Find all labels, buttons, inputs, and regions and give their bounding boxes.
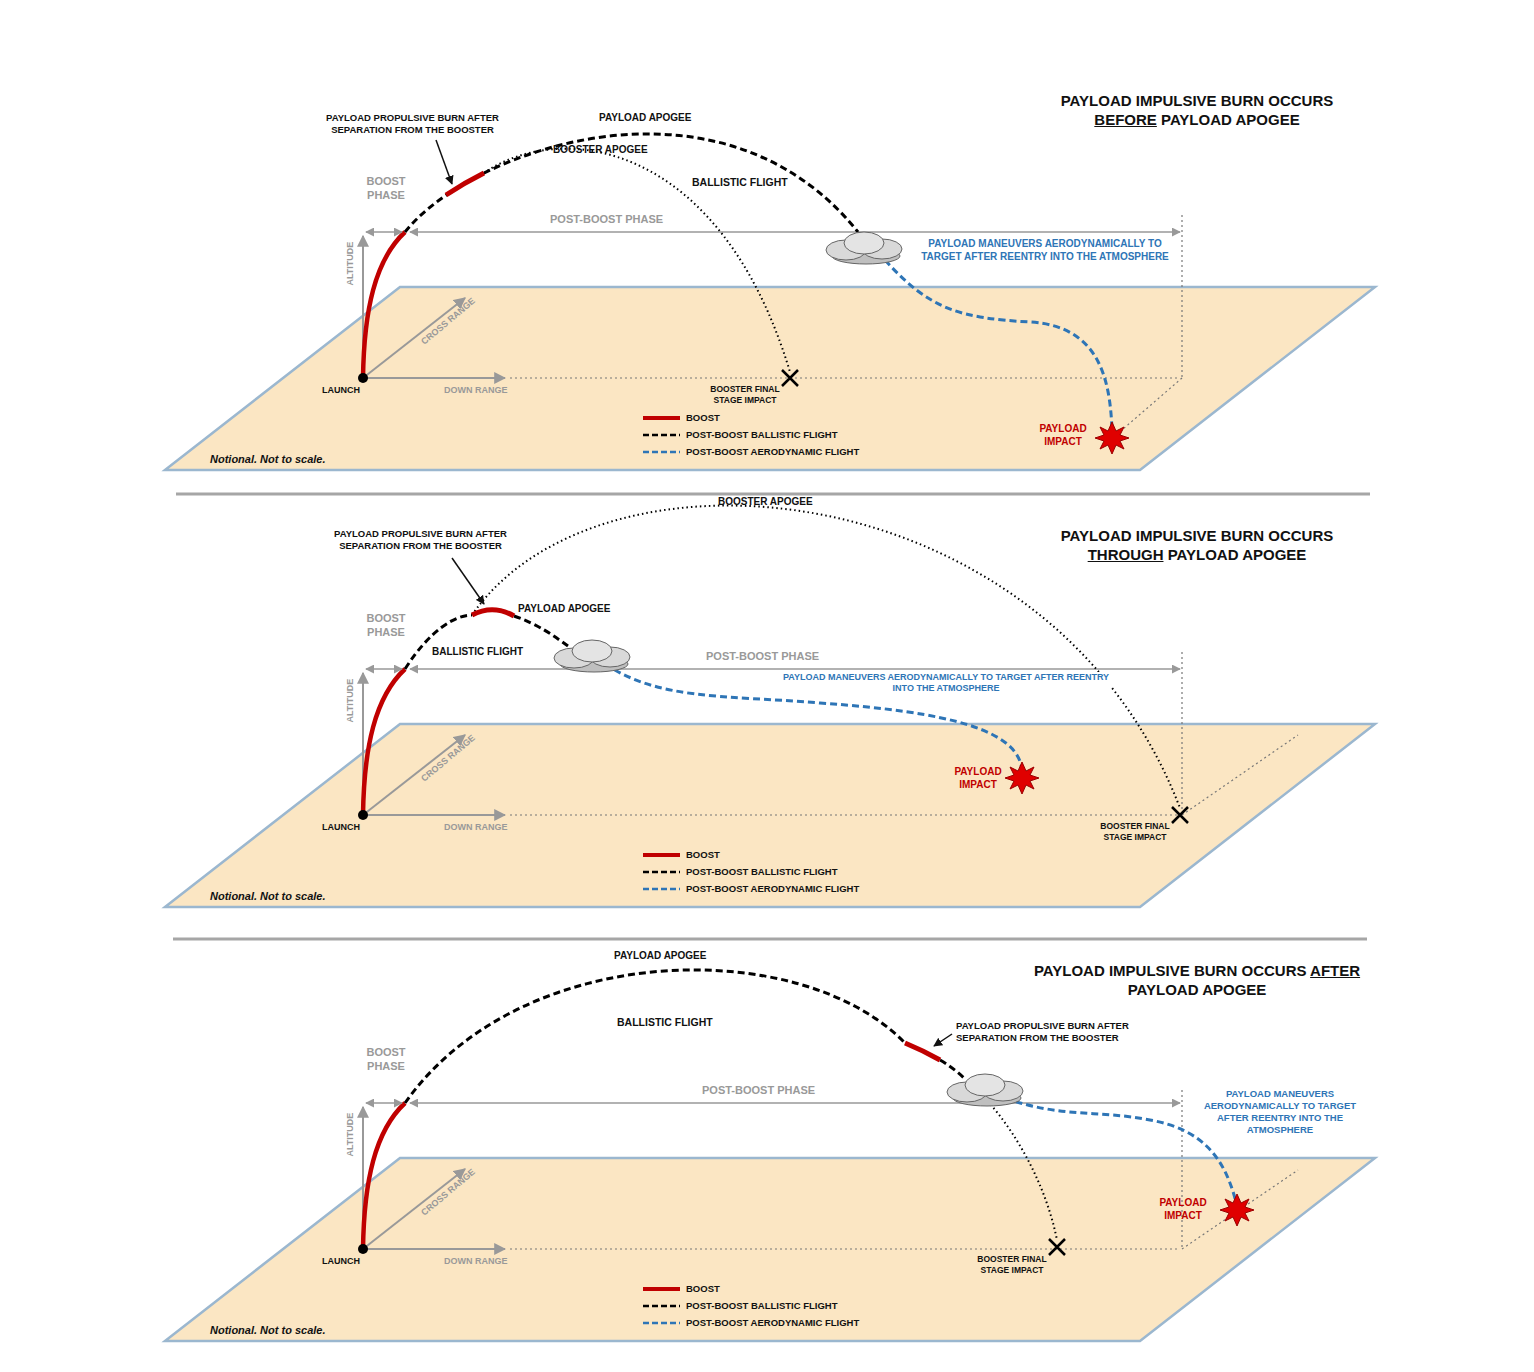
payload-ballistic-path	[405, 615, 472, 669]
ground-plane	[165, 232, 1375, 470]
panel-through	[165, 506, 1375, 907]
panel-separator	[173, 938, 1367, 941]
legend-text: POST-BOOST BALLISTIC FLIGHT	[686, 866, 837, 878]
leader-line	[452, 558, 484, 604]
range-guide	[1181, 652, 1182, 815]
legend-text: POST-BOOST AERODYNAMIC FLIGHT	[686, 1317, 859, 1329]
payload-aero-path	[885, 260, 1112, 430]
impact-burst	[1220, 1194, 1254, 1226]
reentry-cloud	[947, 1074, 1023, 1106]
diagram-label: POST-BOOST PHASE	[550, 213, 663, 227]
diagram-label: PAYLOAD APOGEE	[599, 112, 691, 125]
diagram-label: CROSS RANGE	[419, 733, 478, 785]
diagram-label: ALTITUDE	[345, 1113, 356, 1157]
panel-heading: PAYLOAD IMPULSIVE BURN OCCURS AFTER PAYL…	[1032, 962, 1362, 1000]
payload-ballistic-path	[405, 970, 905, 1103]
booster-path	[484, 149, 790, 372]
legend-text: BOOST	[686, 412, 720, 424]
panel-heading: PAYLOAD IMPULSIVE BURN OCCURS BEFORE PAY…	[1032, 92, 1362, 130]
payload-burn	[472, 610, 514, 616]
panel-before	[165, 134, 1375, 470]
range-guide	[1181, 1090, 1182, 1249]
diagram-label: PAYLOAD IMPACT	[1158, 1197, 1208, 1222]
diagram-label: DOWN RANGE	[444, 385, 508, 396]
diagram-label: BALLISTIC FLIGHT	[432, 646, 523, 659]
diagram-label: BOOSTER APOGEE	[718, 496, 813, 509]
booster-impact-mark	[782, 370, 798, 386]
panel-heading: PAYLOAD IMPULSIVE BURN OCCURS THROUGH PA…	[1032, 527, 1362, 565]
diagram-label: BALLISTIC FLIGHT	[692, 176, 788, 189]
diagram-label: PAYLOAD MANEUVERS AERODYNAMICALLY TO TAR…	[781, 672, 1111, 695]
legend-text: POST-BOOST AERODYNAMIC FLIGHT	[686, 446, 859, 458]
leader-line	[934, 1034, 952, 1046]
payload-ballistic-path	[514, 616, 568, 646]
panel-after	[165, 970, 1375, 1341]
diagram-label: LAUNCH	[322, 1256, 360, 1267]
ground-plane	[165, 1103, 1375, 1341]
diagram-label: POST-BOOST PHASE	[706, 650, 819, 664]
legend-text: POST-BOOST BALLISTIC FLIGHT	[686, 1300, 837, 1312]
booster-impact-mark	[1172, 807, 1188, 823]
diagram-label: ALTITUDE	[345, 679, 356, 723]
diagram-label: BOOST PHASE	[361, 175, 411, 203]
payload-ballistic-path	[405, 134, 858, 232]
diagram-label: BOOST PHASE	[361, 1046, 411, 1074]
diagram-label: PAYLOAD IMPACT	[953, 766, 1003, 791]
diagram-label: BOOST PHASE	[361, 612, 411, 640]
diagram-label: POST-BOOST PHASE	[702, 1084, 815, 1098]
legend-text: POST-BOOST AERODYNAMIC FLIGHT	[686, 883, 859, 895]
diagram-label: PAYLOAD PROPULSIVE BURN AFTER SEPARATION…	[295, 112, 530, 136]
range-guide	[1115, 378, 1182, 436]
diagram-label: PAYLOAD APOGEE	[614, 950, 706, 963]
diagram-label: CROSS RANGE	[419, 1167, 478, 1219]
reentry-cloud	[826, 232, 902, 264]
legend-text: BOOST	[686, 1283, 720, 1295]
range-guide	[1181, 215, 1182, 378]
diagram-label: CROSS RANGE	[419, 296, 478, 348]
range-guide	[1182, 735, 1298, 815]
leader-line	[436, 140, 452, 184]
booster-impact-mark	[1049, 1239, 1065, 1255]
diagram-label: ALTITUDE	[345, 242, 356, 286]
diagram-label: DOWN RANGE	[444, 822, 508, 833]
diagram-label: PAYLOAD PROPULSIVE BURN AFTER SEPARATION…	[956, 1020, 1166, 1044]
diagram-label: Notional. Not to scale.	[210, 890, 326, 904]
diagram-label: LAUNCH	[322, 822, 360, 833]
booster-path	[972, 1085, 1057, 1240]
diagram-label: PAYLOAD PROPULSIVE BURN AFTER SEPARATION…	[303, 528, 538, 552]
panel-separator	[176, 493, 1370, 496]
reentry-cloud	[554, 640, 630, 672]
diagram-label: PAYLOAD MANEUVERS AERODYNAMICALLY TO TAR…	[1200, 1088, 1360, 1136]
impact-burst	[1005, 762, 1039, 794]
legend-text: BOOST	[686, 849, 720, 861]
diagram-label: DOWN RANGE	[444, 1256, 508, 1267]
diagram-label: Notional. Not to scale.	[210, 1324, 326, 1338]
diagram-label: BOOSTER FINAL STAGE IMPACT	[977, 1254, 1047, 1275]
ground-plane	[165, 669, 1375, 907]
diagram-label: Notional. Not to scale.	[210, 453, 326, 467]
diagram-label: BALLISTIC FLIGHT	[617, 1016, 713, 1029]
diagram-label: PAYLOAD MANEUVERS AERODYNAMICALLY TO TAR…	[910, 238, 1180, 263]
impact-burst	[1095, 422, 1129, 454]
legend-text: POST-BOOST BALLISTIC FLIGHT	[686, 429, 837, 441]
diagram-label: BOOSTER FINAL STAGE IMPACT	[710, 384, 780, 405]
diagram-label: PAYLOAD IMPACT	[1038, 423, 1088, 448]
booster-path	[472, 506, 1180, 808]
diagram-label: PAYLOAD APOGEE	[518, 603, 610, 616]
diagram-label: BOOSTER FINAL STAGE IMPACT	[1100, 821, 1170, 842]
payload-ballistic-path	[940, 1060, 966, 1080]
diagram-label: BOOSTER APOGEE	[553, 144, 648, 157]
diagram-label: LAUNCH	[322, 385, 360, 396]
